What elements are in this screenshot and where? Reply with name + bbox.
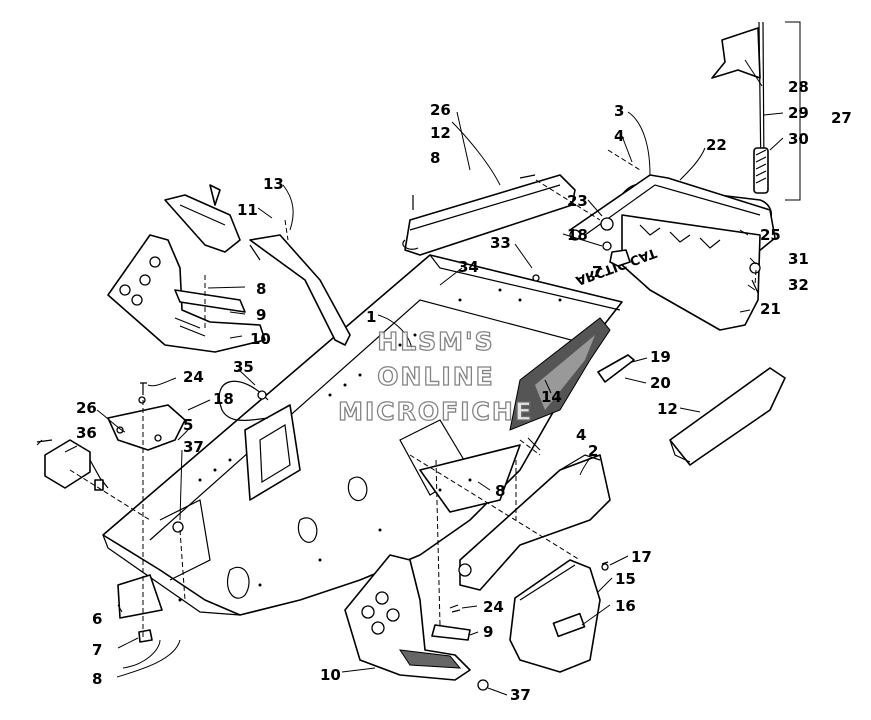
callout-8b: 8 — [256, 280, 266, 298]
callout-8c: 8 — [430, 149, 440, 167]
callout-18b: 18 — [567, 226, 588, 244]
taillight-bracket — [107, 404, 186, 451]
skid-plate-lower — [344, 554, 471, 681]
step-19 — [597, 354, 635, 383]
callout-6: 6 — [92, 610, 102, 628]
callout-8d: 8 — [495, 482, 505, 500]
callout-17: 17 — [631, 548, 652, 566]
callout-2: 2 — [588, 442, 598, 460]
strap-35 — [218, 380, 269, 421]
callout-14: 14 — [541, 388, 562, 406]
bracket-9-left — [174, 289, 246, 313]
watermark: HLSM'S ONLINE MICROFICHE — [337, 326, 534, 426]
callout-24: 24 — [183, 368, 204, 386]
callout-4b: 4 — [576, 426, 586, 444]
callout-32: 32 — [788, 276, 809, 294]
callout-27: 27 — [831, 109, 852, 127]
callout-9: 9 — [256, 306, 266, 324]
tow-bracket-right — [669, 367, 786, 466]
tow-bracket-upper — [402, 174, 576, 256]
callout-26: 26 — [76, 399, 97, 417]
callout-13: 13 — [263, 175, 284, 193]
callout-18: 18 — [213, 390, 234, 408]
callout-12: 12 — [430, 124, 451, 142]
storage-box — [509, 559, 601, 673]
callout-22: 22 — [706, 136, 727, 154]
callout-24b: 24 — [483, 598, 504, 616]
callout-36: 36 — [76, 424, 97, 442]
fasteners — [36, 174, 761, 691]
callout-3: 3 — [614, 102, 624, 120]
callout-30: 30 — [788, 130, 809, 148]
callout-8: 8 — [92, 670, 102, 688]
callout-15: 15 — [615, 570, 636, 588]
callout-4: 4 — [614, 127, 624, 145]
callout-11: 11 — [237, 201, 258, 219]
side-panel-right — [458, 454, 611, 591]
callout-31: 31 — [788, 250, 809, 268]
callout-10: 10 — [250, 330, 271, 348]
watermark-line-3: MICROFICHE — [338, 397, 534, 426]
taillight — [44, 439, 109, 491]
watermark-line-2: ONLINE — [377, 362, 494, 391]
bracket-9-lower — [431, 624, 471, 641]
callout-19: 19 — [650, 348, 671, 366]
callouts: 1 2 3 4 4 5 6 7 7 8 8 8 8 9 9 10 10 11 1… — [76, 78, 852, 704]
callout-23: 23 — [567, 192, 588, 210]
callout-20: 20 — [650, 374, 671, 392]
callout-28: 28 — [788, 78, 809, 96]
callout-37b: 37 — [510, 686, 531, 704]
watermark-line-1: HLSM'S — [377, 327, 494, 356]
callout-33: 33 — [490, 234, 511, 252]
callout-7: 7 — [92, 641, 102, 659]
flag-assembly — [711, 21, 801, 201]
leader-lines — [36, 59, 784, 696]
callout-21: 21 — [760, 300, 781, 318]
front-bracket-upper — [107, 234, 266, 353]
callout-12b: 12 — [657, 400, 678, 418]
callout-35: 35 — [233, 358, 254, 376]
callout-5: 5 — [183, 416, 193, 434]
assembly-lines — [69, 149, 757, 640]
callout-26b: 26 — [430, 101, 451, 119]
callout-7b: 7 — [592, 263, 602, 281]
callout-29: 29 — [788, 104, 809, 122]
callout-25: 25 — [760, 226, 781, 244]
callout-9b: 9 — [483, 623, 493, 641]
front-steering-rod — [249, 234, 351, 346]
front-bracket-arm — [164, 184, 241, 253]
callout-1: 1 — [366, 308, 376, 326]
callout-16: 16 — [615, 597, 636, 615]
callout-10b: 10 — [320, 666, 341, 684]
callout-34: 34 — [458, 258, 479, 276]
callout-37: 37 — [183, 438, 204, 456]
